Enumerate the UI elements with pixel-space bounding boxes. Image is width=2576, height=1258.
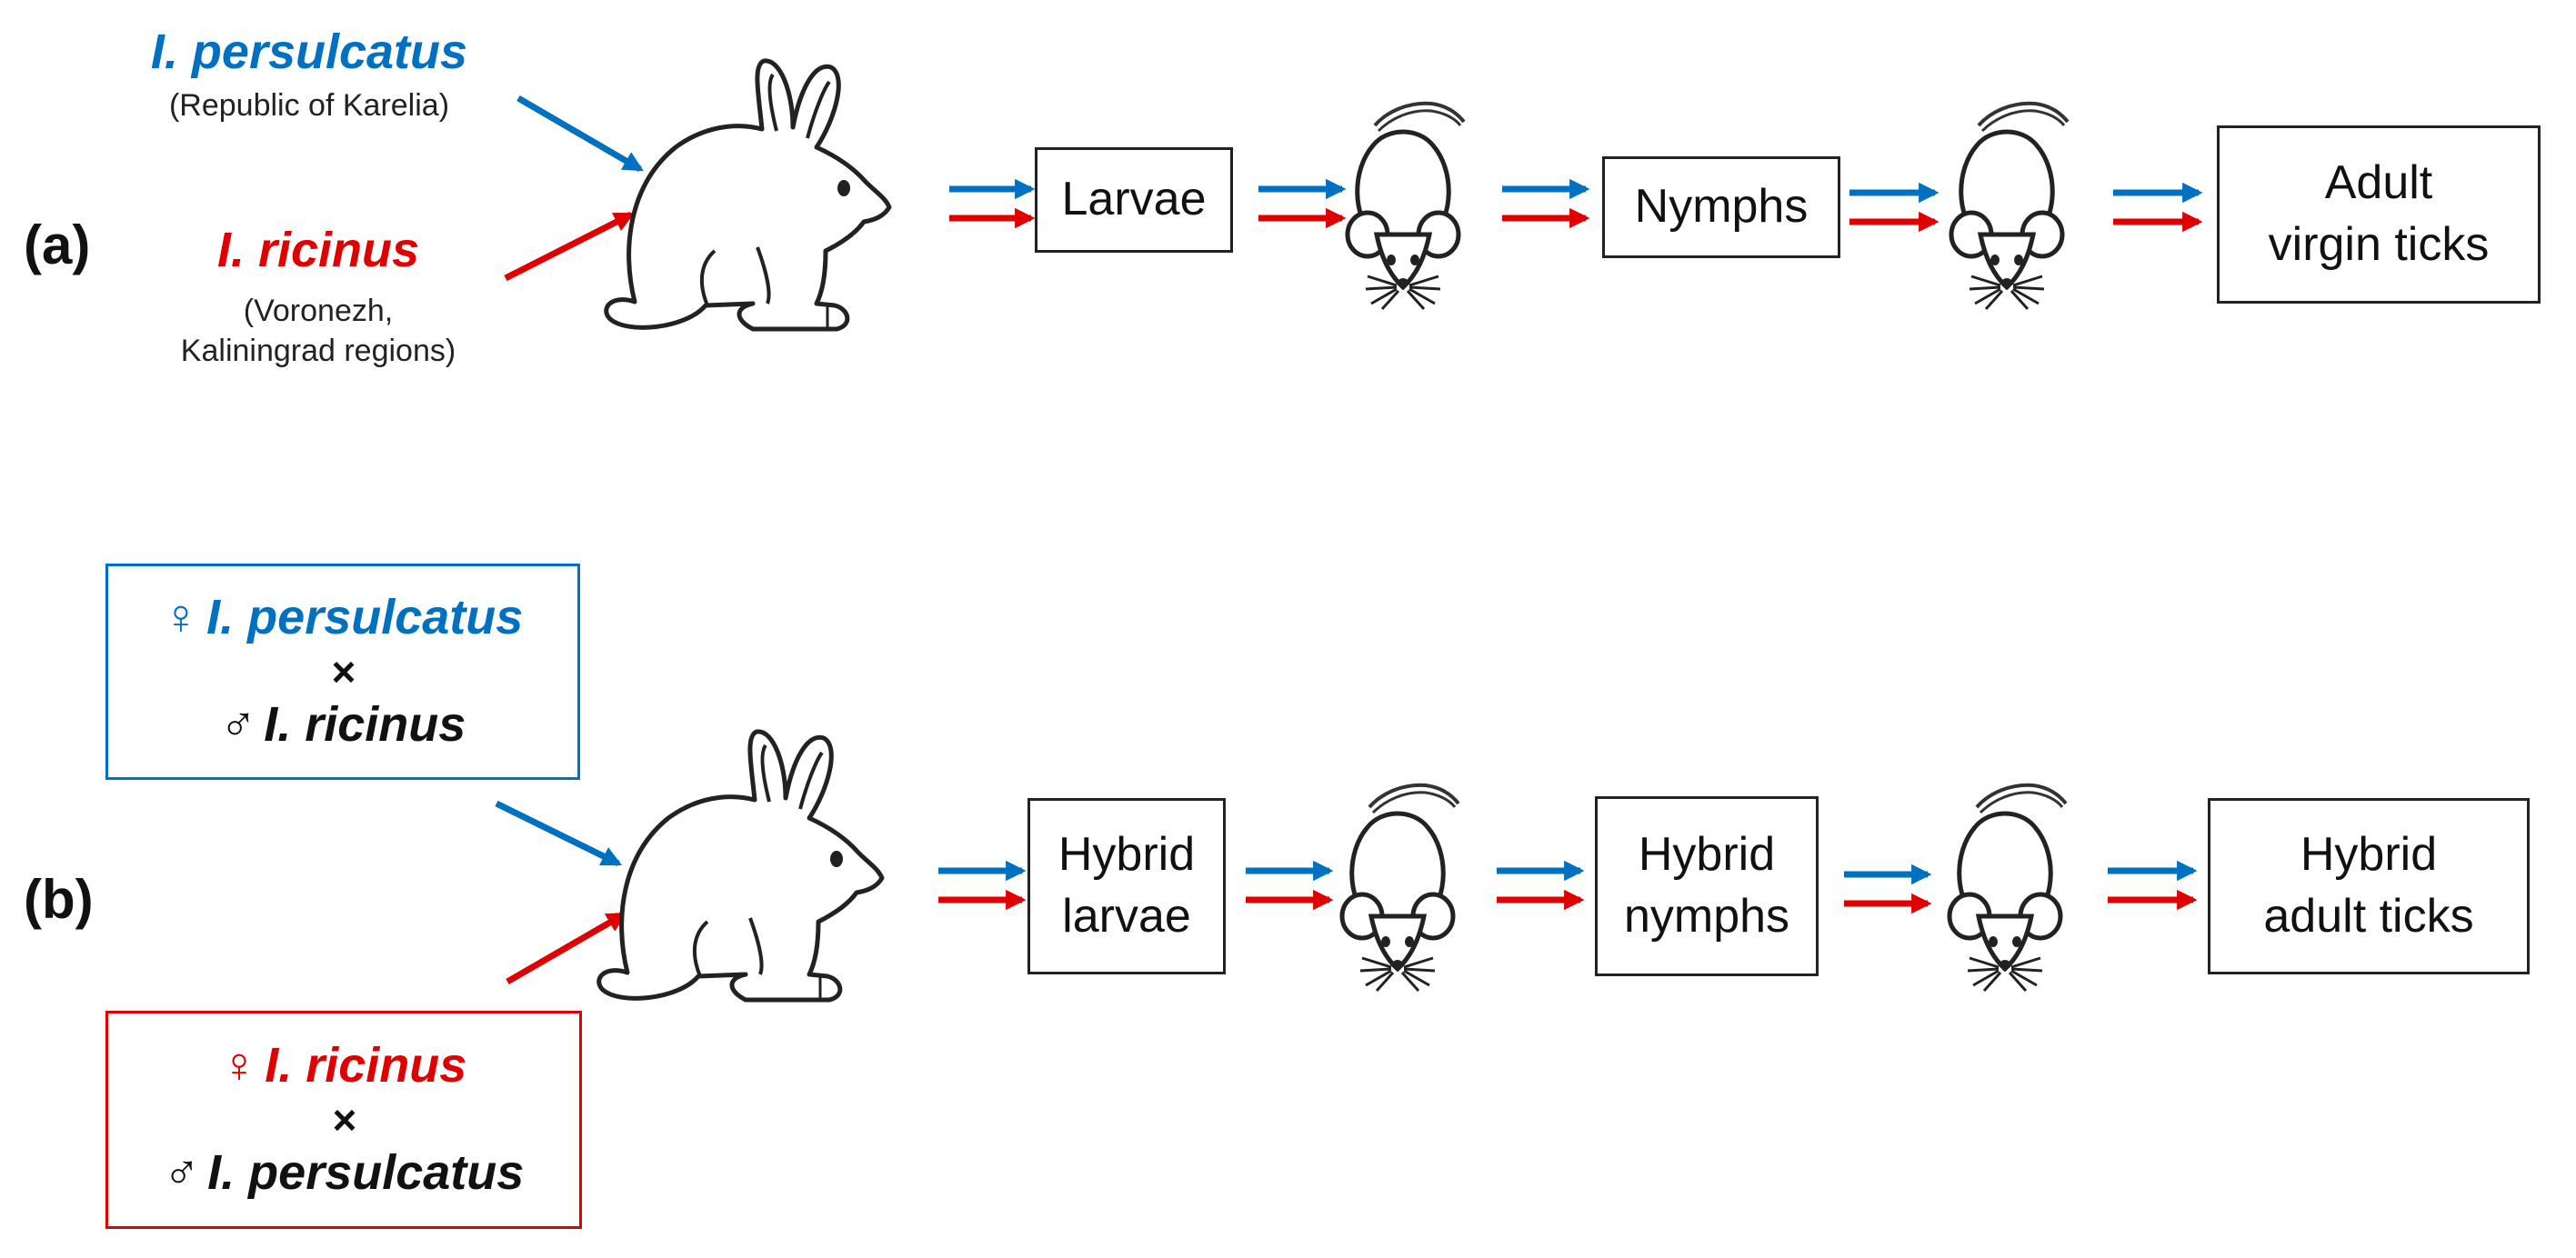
species-label-ricinus: I. ricinus (Voronezh, Kaliningrad region… (127, 225, 509, 371)
stage-box-nymphs: Nymphs (1602, 156, 1840, 258)
male-symbol-icon: ♂ (219, 697, 257, 753)
stage-box-hybrid-nymphs: Hybrid nymphs (1595, 796, 1819, 976)
stage-label: Larvae (1061, 173, 1207, 226)
mouse-icon (1348, 104, 1464, 309)
stage-box-hybrid-larvae: Hybrid larvae (1027, 798, 1226, 974)
arrow-pair (949, 178, 1036, 229)
arrow-pair (2108, 860, 2198, 911)
stage-box-hybrid-adult-ticks: Hybrid adult ticks (2208, 798, 2530, 974)
stage-label-line1: Hybrid (1638, 828, 1776, 882)
arrow-b-cross1 (495, 800, 623, 867)
arrow-b-cross2 (506, 911, 627, 985)
species-label-persulcatus: I. persulcatus (Republic of Karelia) (100, 27, 518, 125)
arrow-pair (1246, 860, 1334, 911)
cross-box-persulcatus-female: ♀I. persulcatus × ♂I. ricinus (105, 564, 580, 780)
rabbit-icon (599, 732, 882, 1000)
panel-label-b: (b) (24, 869, 94, 930)
mouse-icon (1342, 785, 1458, 991)
arrow-pair (1849, 182, 1940, 233)
arrow-pair (1502, 178, 1590, 229)
arrow-pair (1497, 860, 1585, 911)
species-origin: (Republic of Karelia) (168, 88, 450, 123)
species-origin-line1: (Voronezh, (243, 294, 394, 328)
cross-times: × (330, 647, 356, 695)
male-symbol-icon: ♂ (163, 1145, 201, 1201)
mouse-icon (1951, 104, 2068, 309)
arrow-pair (1258, 178, 1347, 229)
stage-label-line1: Hybrid (2300, 828, 2438, 882)
species-origin-line2: Kaliningrad regions) (180, 334, 456, 369)
arrow-pair (2113, 182, 2203, 233)
cross-male: ♂I. ricinus (219, 697, 466, 753)
arrow-pair (1844, 864, 1932, 914)
cross-female: ♀I. ricinus (220, 1038, 467, 1093)
stage-label-line1: Adult (2324, 156, 2433, 210)
cross-box-ricinus-female: ♀I. ricinus × ♂I. persulcatus (105, 1011, 582, 1229)
species-name: I. persulcatus (150, 25, 468, 79)
rabbit-icon (606, 61, 889, 329)
cross-female: ♀I. persulcatus (162, 590, 524, 645)
mouse-icon (1950, 785, 2066, 991)
cross-male: ♂I. persulcatus (163, 1145, 525, 1201)
stage-label-line2: larvae (1062, 890, 1191, 943)
stage-label-line2: nymphs (1623, 890, 1790, 943)
species-name: I. ricinus (216, 223, 420, 277)
stage-label: Nymphs (1634, 180, 1809, 234)
arrow-pair (938, 860, 1027, 911)
stage-box-larvae: Larvae (1035, 147, 1233, 253)
cross-times: × (331, 1095, 356, 1143)
panel-label-a: (a) (24, 215, 91, 275)
stage-label-line1: Hybrid (1057, 828, 1196, 882)
stage-label-line2: adult ticks (2263, 890, 2474, 943)
arrow-a-ricinus (504, 211, 635, 282)
female-symbol-icon: ♀ (220, 1038, 258, 1093)
stage-box-adult-virgin-ticks: Adult virgin ticks (2217, 125, 2541, 304)
stage-label-line2: virgin ticks (2268, 218, 2490, 271)
arrow-a-persulcatus (516, 95, 644, 173)
female-symbol-icon: ♀ (162, 590, 200, 645)
